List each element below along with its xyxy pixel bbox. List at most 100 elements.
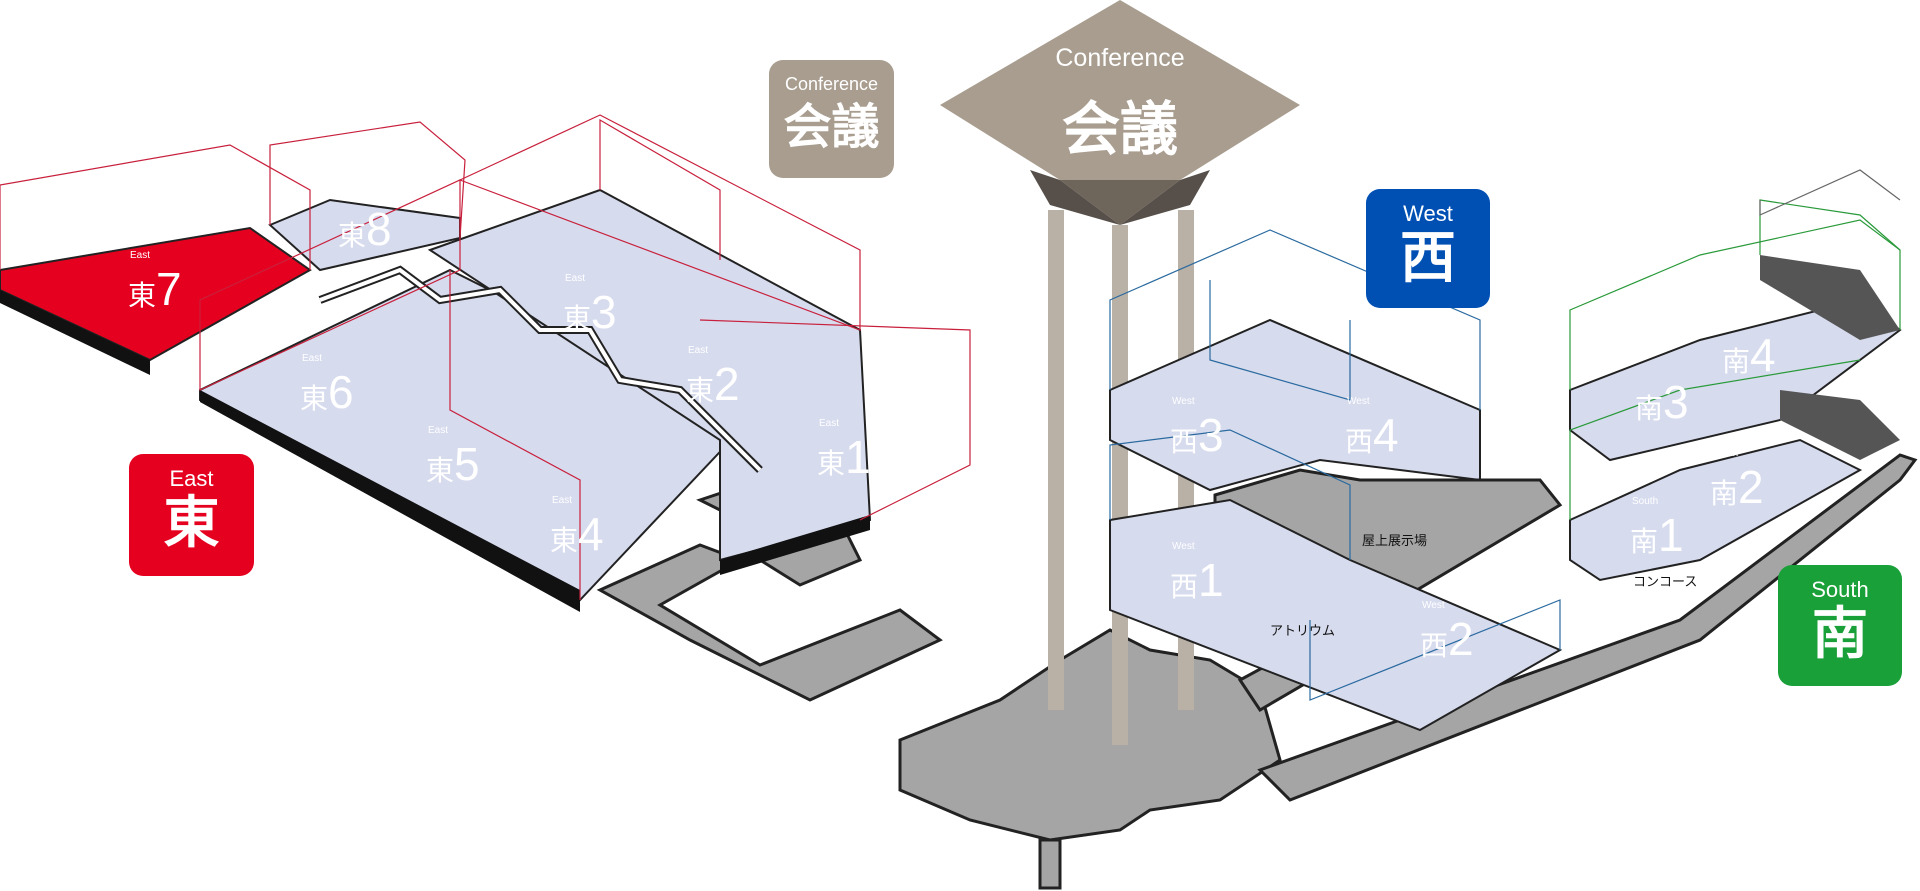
pyramid-underside (1060, 180, 1180, 225)
hall-east5-jp: 東 (426, 454, 455, 487)
hall-east2-jp: 東 (686, 374, 715, 407)
hall-east6-en: East (302, 353, 323, 364)
hall-east5-en: East (428, 425, 449, 436)
hall-east8-num: 8 (366, 203, 392, 255)
east-corridor-inner (319, 267, 762, 472)
hall-west4-jp: 西 (1345, 425, 1374, 458)
hall-west2-jp: 西 (1420, 629, 1449, 662)
south-floor-upper (1569, 298, 1902, 462)
hall-south4-label: South 南4 (1722, 316, 1776, 382)
hall-south4-jp: 南 (1722, 345, 1751, 378)
hall-west2-en: West (1422, 600, 1445, 611)
hall-east3-jp: 東 (563, 302, 592, 335)
hall-south4-num: 4 (1750, 329, 1776, 381)
hall-west2-label: West 西2 (1420, 600, 1474, 666)
east-floor-left-edge (200, 390, 580, 612)
rooftop-label: 屋上展示場 (1362, 534, 1428, 549)
conference-badge-en: Conference (784, 74, 879, 94)
east8-box (269, 121, 466, 239)
east-floor-right-edge (720, 515, 870, 575)
east7-floor (0, 226, 312, 362)
hall-east4-num: 4 (578, 508, 604, 560)
hall-east3-num: 3 (591, 286, 617, 338)
south-box-2 (1569, 359, 1861, 520)
hall-east2-en: East (688, 345, 709, 356)
hall-east2-label: East 東2 (686, 345, 740, 411)
pyramid-label-jp: 会議 (1061, 95, 1178, 163)
west-floor-upper (1109, 318, 1481, 492)
hall-east7-jp: 東 (128, 279, 157, 312)
hall-west2-num: 2 (1448, 613, 1474, 665)
hall-west1-en: West (1172, 541, 1195, 552)
hall-west1-jp: 西 (1170, 570, 1199, 603)
hall-west3-num: 3 (1198, 409, 1224, 461)
west-box-4 (1209, 280, 1351, 401)
hall-east7-label: East 東7 (128, 250, 182, 316)
conference-badge: Conference 会議 (769, 60, 894, 178)
hall-east6-num: 6 (328, 366, 354, 418)
west-badge-jp: 西 (1400, 226, 1456, 291)
pillar-1 (1048, 210, 1064, 710)
hall-south2-en: South (1712, 448, 1739, 459)
south-box-4 (1759, 169, 1901, 216)
east-badge-jp: 東 (163, 491, 220, 556)
west-halls (1109, 229, 1563, 732)
hall-east2-num: 2 (714, 358, 740, 410)
hall-east1-en: East (819, 418, 840, 429)
hall-south2-num: 2 (1738, 461, 1764, 513)
hall-east6-jp: 東 (300, 382, 329, 415)
hall-east5-num: 5 (454, 438, 480, 490)
south-badge: South 南 (1778, 565, 1902, 686)
hall-east7-num: 7 (156, 263, 182, 315)
south-halls (1569, 169, 1902, 582)
hall-east1-num: 1 (845, 431, 871, 483)
east-halls (0, 114, 971, 612)
west-box-2 (1109, 429, 1351, 560)
east7-box (0, 144, 311, 270)
south-box-3 (1759, 199, 1901, 255)
south-dark-2 (1780, 390, 1900, 460)
hall-east8-label: 東8 (338, 202, 392, 256)
east-badge: East 東 (129, 454, 254, 576)
plaza-stem (1038, 838, 1062, 890)
east-box-top (458, 114, 861, 331)
hall-east1-jp: 東 (817, 447, 846, 480)
south-badge-jp: 南 (1812, 602, 1868, 667)
hall-east6-label: East 東6 (300, 353, 354, 419)
hall-east4-en: East (552, 495, 573, 506)
west-badge-en: West (1403, 201, 1453, 226)
hall-west1-label: West 西1 (1170, 541, 1224, 607)
hall-east7-en: East (130, 250, 151, 261)
hall-west4-label: West 西4 (1345, 396, 1399, 462)
pyramid-label-en: Conference (1055, 44, 1185, 72)
hall-south1-num: 1 (1658, 509, 1684, 561)
pyramid-top (940, 0, 1300, 180)
west-box-1 (1109, 229, 1481, 410)
conference-badge-jp: 会議 (783, 99, 880, 155)
hall-south1-jp: 南 (1630, 525, 1659, 558)
hall-south4-en: South (1724, 316, 1751, 327)
pyramid-underside-r (1120, 170, 1210, 225)
pillar-2 (1112, 225, 1128, 745)
east7-edge (0, 290, 150, 375)
hall-east3-label: East 東3 (563, 273, 617, 339)
hall-east1-label: East 東1 (817, 418, 871, 484)
east-walkway (596, 543, 943, 702)
hall-east8-jp: 東 (338, 219, 367, 252)
hall-south2-jp: 南 (1710, 477, 1739, 510)
hall-west4-en: West (1347, 396, 1370, 407)
hall-south2-label: South 南2 (1710, 448, 1764, 514)
east-box-lines-3 (599, 118, 721, 260)
south-floor-lower (1569, 438, 1863, 582)
east-box-lines (449, 270, 581, 600)
atrium-label: アトリウム (1270, 624, 1336, 639)
hall-east4-jp: 東 (550, 524, 579, 557)
hall-south1-label: South 南1 (1630, 496, 1684, 562)
hall-south3-num: 3 (1663, 376, 1689, 428)
west-badge: West 西 (1366, 189, 1490, 308)
south-box-1 (1569, 219, 1901, 390)
hall-south3-label: 南3 (1635, 375, 1689, 429)
hall-south1-en: South (1632, 496, 1659, 507)
hall-west3-en: West (1172, 396, 1195, 407)
